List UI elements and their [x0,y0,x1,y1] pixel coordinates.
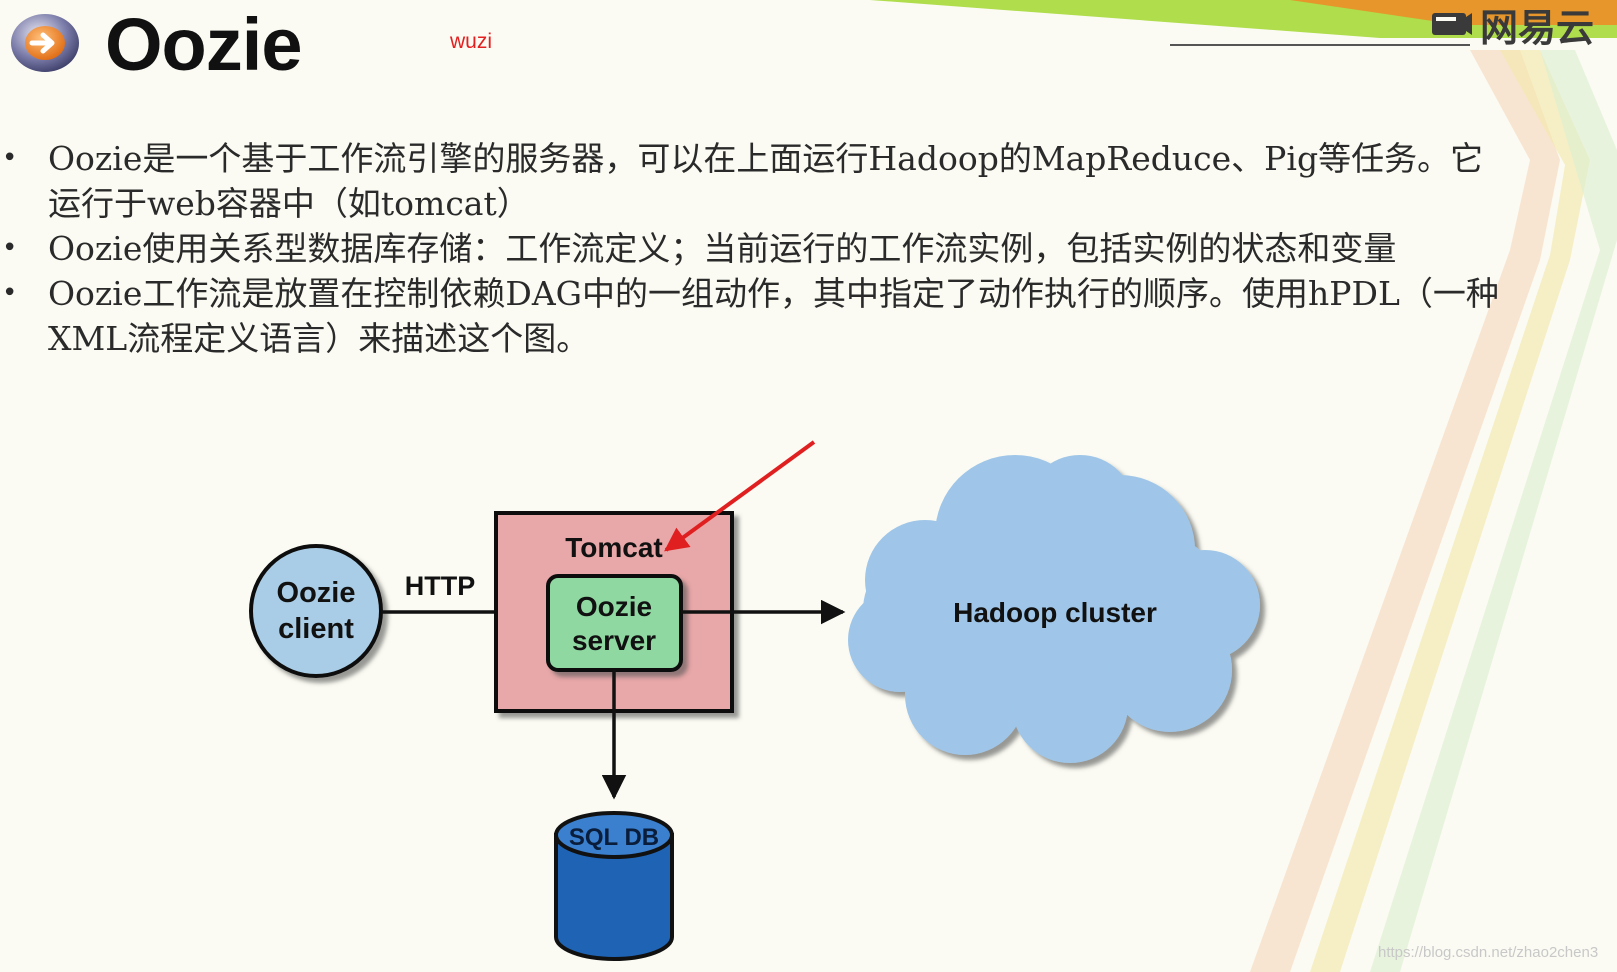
server-label-line2: server [572,625,656,656]
oozie-architecture-diagram: Oozie client HTTP Tomcat Oozie server [249,440,1260,961]
cluster-label: Hadoop cluster [953,597,1157,628]
oozie-server-node: Oozie server [546,574,683,672]
bullet-text: Oozie工作流是放置在控制依赖DAG中的一组动作，其中指定了动作执行的顺序。使… [48,274,1499,358]
client-label-line1: Oozie [277,577,356,609]
slide-title: Oozie [105,3,302,86]
bullet-marker: • [2,143,18,173]
sql-db-node: SQL DB [554,811,674,961]
bullet-marker: • [2,233,18,263]
database-label: SQL DB [569,824,659,851]
oozie-client-node: Oozie client [249,544,383,678]
handwritten-annotation: wuzi [450,30,493,53]
bullet-marker: • [2,278,18,308]
bullet-item: • Oozie工作流是放置在控制依赖DAG中的一组动作，其中指定了动作执行的顺序… [0,271,1500,361]
highlight-arrow [664,440,816,552]
bullet-item: • Oozie使用关系型数据库存储：工作流定义；当前运行的工作流实例，包括实例的… [0,226,1500,271]
bullet-text: Oozie使用关系型数据库存储：工作流定义；当前运行的工作流实例，包括实例的状态… [48,229,1397,268]
bullet-item: • Oozie是一个基于工作流引擎的服务器，可以在上面运行Hadoop的MapR… [0,136,1500,226]
watermark: https://blog.csdn.net/zhao2chen3 [1378,944,1599,961]
client-label-line2: client [278,613,354,645]
arrow-circle-icon [11,14,79,72]
brand-name: 网易云 [1480,5,1595,50]
bullet-text: Oozie是一个基于工作流引擎的服务器，可以在上面运行Hadoop的MapRed… [48,139,1484,223]
container-label: Tomcat [565,532,663,563]
cloud-classroom-icon [1432,13,1472,35]
header-divider [1170,44,1470,46]
bullet-list: • Oozie是一个基于工作流引擎的服务器，可以在上面运行Hadoop的MapR… [0,136,1500,361]
brand-logo: 网易云 [1428,0,1594,50]
protocol-label: HTTP [405,571,476,601]
hadoop-cluster-node: Hadoop cluster [848,455,1260,763]
server-label-line1: Oozie [576,591,652,622]
